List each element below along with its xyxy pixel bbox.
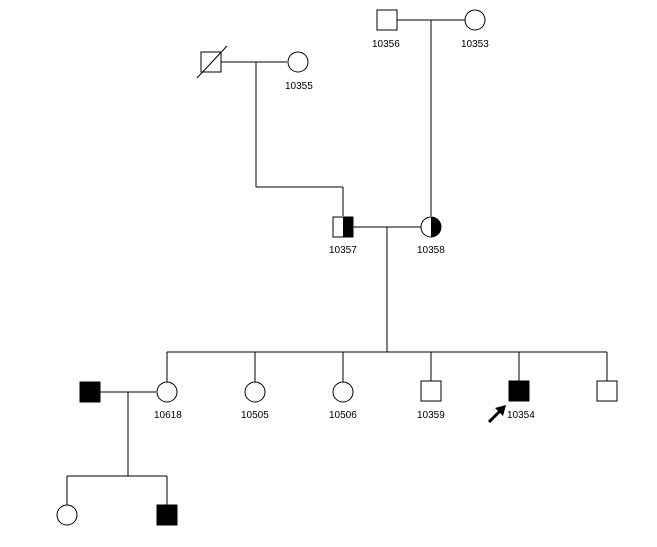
female-symbol bbox=[56, 504, 78, 526]
individual-id-label: 10355 bbox=[285, 81, 313, 92]
female-symbol bbox=[244, 381, 266, 403]
individual-id-label: 10506 bbox=[329, 410, 357, 421]
carrier-half-fill bbox=[343, 217, 353, 237]
individual-g3-child-2: 10505 bbox=[241, 381, 269, 421]
individual-id-label: 10358 bbox=[417, 245, 445, 256]
individual-g1-mother-1: 10355 bbox=[285, 51, 313, 92]
pedigree-lines bbox=[66, 19, 608, 505]
individual-g1-father-2: 10356 bbox=[372, 9, 400, 50]
individual-id-label: 10357 bbox=[329, 245, 357, 256]
individual-id-label: 10353 bbox=[461, 39, 489, 50]
proband-arrow-icon bbox=[487, 405, 506, 424]
individual-g3-child-6 bbox=[596, 380, 618, 402]
female-symbol bbox=[464, 9, 486, 31]
male-symbol bbox=[200, 51, 222, 73]
male-symbol bbox=[376, 9, 398, 31]
individual-g3-child-1: 10618 bbox=[154, 381, 182, 421]
affected-male-symbol bbox=[156, 504, 178, 526]
male-symbol bbox=[420, 380, 442, 402]
individual-g2-mother: 10358 bbox=[417, 216, 445, 256]
individual-id-label: 10354 bbox=[507, 410, 535, 421]
female-symbol bbox=[287, 51, 309, 73]
female-symbol bbox=[156, 381, 178, 403]
individual-g2-father: 10357 bbox=[329, 216, 357, 256]
male-symbol bbox=[596, 380, 618, 402]
individual-g4-child-1 bbox=[56, 504, 78, 526]
affected-male-symbol bbox=[79, 381, 101, 403]
individual-id-label: 10356 bbox=[372, 39, 400, 50]
individual-g3-child-5: 10354 bbox=[487, 380, 535, 424]
affected-male-symbol bbox=[508, 380, 530, 402]
individual-g3-child-4: 10359 bbox=[417, 380, 445, 421]
individual-g1-father-1 bbox=[196, 45, 228, 79]
deceased-slash bbox=[196, 45, 228, 79]
carrier-half-fill bbox=[431, 217, 441, 237]
individual-g1-mother-2: 10353 bbox=[461, 9, 489, 50]
individual-id-label: 10359 bbox=[417, 410, 445, 421]
individual-g4-child-2 bbox=[156, 504, 178, 526]
female-symbol bbox=[332, 381, 354, 403]
individual-g3-child-3: 10506 bbox=[329, 381, 357, 421]
individual-id-label: 10618 bbox=[154, 410, 182, 421]
individual-g3-spouse bbox=[79, 381, 101, 403]
individual-id-label: 10505 bbox=[241, 410, 269, 421]
